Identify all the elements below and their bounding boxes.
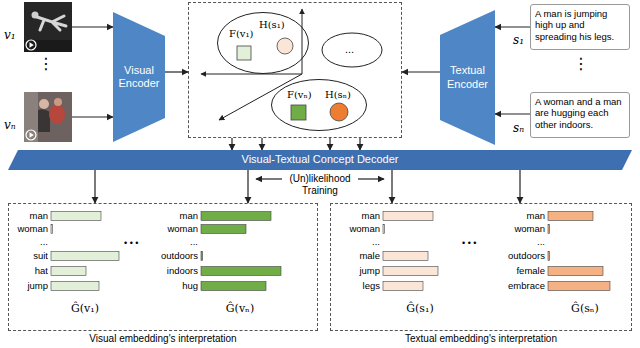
parallelogram bbox=[8, 150, 632, 170]
interpretation-label: Ĝ(v₁) bbox=[55, 302, 115, 315]
decoder-name: Visual-Textual Concept Decoder bbox=[242, 153, 399, 166]
training-label: (Un)likelihood Training bbox=[280, 173, 360, 197]
sentence-box: A man is jumping high up and spreading h… bbox=[530, 4, 630, 50]
concept-word: female bbox=[497, 265, 545, 276]
connector-arrow bbox=[247, 170, 248, 203]
text-point bbox=[277, 38, 293, 54]
trapezoid bbox=[440, 10, 495, 145]
trapezoid bbox=[113, 12, 165, 142]
concept-word: outdoors bbox=[143, 250, 198, 261]
concept-bars bbox=[201, 212, 281, 291]
concept-word: man bbox=[10, 210, 48, 221]
connector-arrow bbox=[165, 71, 188, 72]
shape-outline bbox=[271, 79, 367, 131]
sentence-text: A woman and a man are hugging each other… bbox=[531, 93, 629, 133]
ellipsis: • • • bbox=[462, 238, 484, 249]
encoder-block: Textual Encoder bbox=[440, 10, 495, 145]
concept-word: indoors bbox=[143, 265, 198, 276]
connector-arrow bbox=[359, 138, 360, 150]
ellipsis: ... bbox=[345, 43, 354, 56]
concept-word: ... bbox=[497, 236, 545, 247]
text-point bbox=[330, 103, 348, 121]
video-label: v₁ bbox=[4, 28, 16, 42]
concept-bars bbox=[383, 212, 438, 291]
panel-caption: Visual embedding's interpretation bbox=[9, 333, 317, 345]
ellipsis: ⋮ bbox=[573, 54, 587, 73]
video-frame: v₁ bbox=[24, 2, 72, 52]
connector-arrow bbox=[72, 26, 113, 27]
embedding-space: ... F(v₁) H(s₁) F(vₙ) H(sₙ) bbox=[188, 2, 402, 138]
concept-word: ... bbox=[336, 236, 380, 247]
encoder-name: Textual Encoder bbox=[442, 64, 493, 90]
visual-point bbox=[237, 46, 251, 60]
video-thumbnail bbox=[24, 2, 72, 52]
concept-word: hug bbox=[143, 280, 198, 291]
sentence-label: s₁ bbox=[513, 33, 524, 47]
concept-word: hat bbox=[10, 265, 48, 276]
ellipsis: ⋮ bbox=[38, 54, 52, 73]
embedding-label: F(v₁) bbox=[229, 28, 253, 40]
concept-word: jump bbox=[336, 265, 380, 276]
ellipse bbox=[272, 80, 367, 131]
concept-ellipse bbox=[322, 33, 382, 67]
sentence-box: A woman and a man are hugging each other… bbox=[530, 92, 630, 138]
concept-bars bbox=[51, 212, 119, 291]
connector-arrow bbox=[495, 113, 530, 114]
encoder-block: Visual Encoder bbox=[113, 12, 165, 142]
connector-arrow bbox=[495, 26, 530, 27]
connector-arrow bbox=[519, 170, 520, 203]
interpretation-panel: Visual embedding's interpretation bbox=[8, 203, 318, 331]
connector-arrow bbox=[94, 170, 95, 203]
concept-word: woman bbox=[497, 223, 545, 234]
interpretation-label: Ĝ(s₁) bbox=[390, 302, 450, 315]
connector-arrow bbox=[231, 138, 232, 150]
embedding-axes bbox=[201, 9, 302, 120]
connector-arrow bbox=[329, 138, 330, 150]
concept-word: male bbox=[336, 250, 380, 261]
connector-arrow bbox=[391, 170, 392, 203]
visual-point bbox=[291, 105, 306, 120]
concept-word: man bbox=[336, 210, 380, 221]
sentence-text: A man is jumping high up and spreading h… bbox=[531, 5, 629, 45]
panel-caption: Textual embedding's interpretation bbox=[331, 333, 631, 345]
connector-arrow bbox=[261, 138, 262, 150]
encoder-name: Visual Encoder bbox=[115, 64, 163, 90]
concept-word: outdoors bbox=[497, 250, 545, 261]
decoder-band: Visual-Textual Concept Decoder bbox=[8, 150, 632, 170]
concept-word: man bbox=[143, 210, 198, 221]
video-frame: vₙ bbox=[24, 92, 72, 142]
interpretation-label: Ĝ(sₙ) bbox=[555, 302, 615, 315]
sentence-label: sₙ bbox=[513, 121, 524, 135]
connector-arrow bbox=[72, 116, 113, 117]
pair-ellipse: F(vₙ) H(sₙ) bbox=[271, 79, 367, 131]
concept-word: embrace bbox=[497, 280, 545, 291]
ellipse bbox=[218, 13, 309, 74]
concept-word: jump bbox=[10, 280, 48, 291]
video-label: vₙ bbox=[4, 118, 16, 132]
concept-word: ... bbox=[143, 236, 198, 247]
pair-ellipse: F(v₁) H(s₁) bbox=[217, 12, 309, 74]
interpretation-label: Ĝ(vₙ) bbox=[210, 302, 270, 315]
concept-word: suit bbox=[10, 250, 48, 261]
concept-bars bbox=[548, 212, 610, 291]
embedding-label: H(sₙ) bbox=[325, 89, 351, 101]
concept-word: ... bbox=[10, 236, 48, 247]
ellipsis: • • • bbox=[124, 238, 146, 249]
video-thumbnail bbox=[24, 92, 72, 142]
embedding-label: F(vₙ) bbox=[287, 89, 312, 101]
concept-word: woman bbox=[10, 223, 48, 234]
concept-word: legs bbox=[336, 280, 380, 291]
embedding-label: H(s₁) bbox=[259, 19, 285, 31]
connector-arrow bbox=[402, 71, 440, 72]
concept-word: woman bbox=[143, 223, 198, 234]
concept-word: woman bbox=[336, 223, 380, 234]
concept-word: man bbox=[497, 210, 545, 221]
